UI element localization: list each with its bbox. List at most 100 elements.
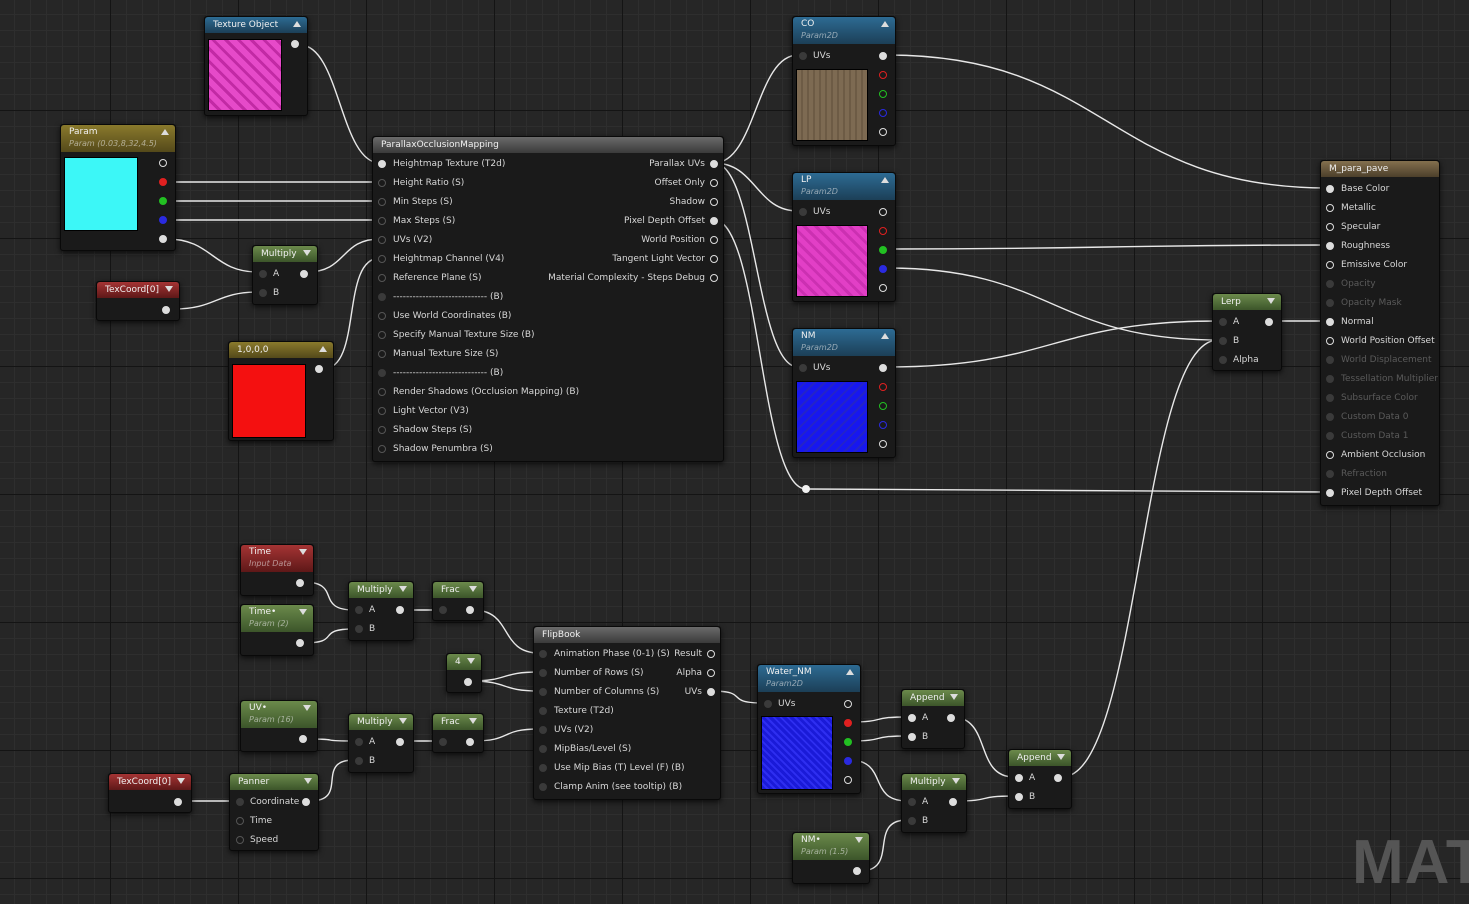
output-pin[interactable]: [396, 606, 404, 614]
connection-wire[interactable]: [173, 291, 259, 310]
connection-wire[interactable]: [166, 238, 259, 273]
output-pin-a[interactable]: [879, 128, 887, 136]
input-pin[interactable]: [1326, 432, 1334, 440]
output-pin-g[interactable]: [159, 197, 167, 205]
input-pin-b[interactable]: [355, 625, 363, 633]
append-node[interactable]: Append A B: [901, 689, 965, 749]
input-pin-a[interactable]: [908, 798, 916, 806]
input-pin[interactable]: [539, 783, 547, 791]
output-pin-rgb[interactable]: [844, 700, 852, 708]
output-pin[interactable]: [296, 639, 304, 647]
input-pin[interactable]: [539, 650, 547, 658]
input-pin[interactable]: [378, 198, 386, 206]
output-pin[interactable]: [300, 270, 308, 278]
constant-vector-node[interactable]: 1,0,0,0: [228, 341, 334, 441]
node-header[interactable]: Multiply: [349, 582, 413, 598]
collapse-icon[interactable]: [950, 694, 958, 700]
node-header[interactable]: TexCoord[0]: [109, 774, 191, 790]
collapse-icon[interactable]: [399, 586, 407, 592]
output-pin-rgb[interactable]: [879, 208, 887, 216]
output-pin-r[interactable]: [879, 383, 887, 391]
collapse-icon[interactable]: [881, 177, 889, 183]
input-pin[interactable]: [439, 606, 447, 614]
input-pin[interactable]: [1326, 185, 1334, 193]
node-header[interactable]: Frac: [433, 582, 483, 598]
collapse-icon[interactable]: [846, 669, 854, 675]
input-pin[interactable]: [378, 293, 386, 301]
input-pin-uvs[interactable]: [799, 364, 807, 372]
reroute-node[interactable]: [802, 485, 810, 493]
input-pin[interactable]: [378, 179, 386, 187]
node-header[interactable]: TexCoord[0]: [97, 282, 179, 298]
collapse-icon[interactable]: [303, 705, 311, 711]
collapse-icon[interactable]: [299, 549, 307, 555]
input-pin[interactable]: [1326, 261, 1334, 269]
input-pin-speed[interactable]: [236, 836, 244, 844]
input-pin-a[interactable]: [1219, 318, 1227, 326]
output-pin-r[interactable]: [159, 178, 167, 186]
output-pin-b[interactable]: [879, 265, 887, 273]
output-pin-a[interactable]: [844, 776, 852, 784]
output-pin[interactable]: [710, 179, 718, 187]
output-pin-r[interactable]: [879, 227, 887, 235]
output-pin[interactable]: [162, 306, 170, 314]
collapse-icon[interactable]: [303, 250, 311, 256]
input-pin[interactable]: [378, 407, 386, 415]
constant-node[interactable]: 4: [446, 653, 482, 693]
node-header[interactable]: Panner: [230, 774, 318, 790]
input-pin[interactable]: [539, 707, 547, 715]
input-pin[interactable]: [378, 217, 386, 225]
node-header[interactable]: FlipBook: [534, 627, 720, 643]
input-pin-a[interactable]: [355, 606, 363, 614]
input-pin-b[interactable]: [259, 289, 267, 297]
output-pin[interactable]: [296, 579, 304, 587]
output-pin-g[interactable]: [844, 738, 852, 746]
input-pin[interactable]: [1326, 489, 1334, 497]
collapse-icon[interactable]: [293, 21, 301, 27]
input-pin[interactable]: [539, 726, 547, 734]
output-pin[interactable]: [396, 738, 404, 746]
node-header[interactable]: Texture Object: [205, 17, 307, 33]
input-pin[interactable]: [539, 688, 547, 696]
connection-wire[interactable]: [299, 44, 381, 164]
frac-node[interactable]: Frac: [432, 581, 484, 621]
collapse-icon[interactable]: [881, 21, 889, 27]
input-pin[interactable]: [1326, 394, 1334, 402]
connection-wire[interactable]: [805, 488, 1329, 493]
node-header[interactable]: Time•Param (2): [241, 605, 313, 632]
connection-wire[interactable]: [713, 54, 799, 164]
input-pin-uvs[interactable]: [799, 52, 807, 60]
output-pin[interactable]: [1265, 318, 1273, 326]
input-pin[interactable]: [378, 312, 386, 320]
collapse-icon[interactable]: [469, 718, 477, 724]
node-header[interactable]: Append: [1009, 750, 1071, 766]
output-pin[interactable]: [949, 798, 957, 806]
input-pin[interactable]: [539, 764, 547, 772]
input-pin[interactable]: [378, 350, 386, 358]
input-pin[interactable]: [539, 669, 547, 677]
collapse-icon[interactable]: [855, 837, 863, 843]
input-pin-alpha[interactable]: [1219, 356, 1227, 364]
input-pin[interactable]: [378, 426, 386, 434]
frac-node[interactable]: Frac: [432, 713, 484, 753]
panner-node[interactable]: Panner Coordinate Time Speed: [229, 773, 319, 851]
input-pin[interactable]: [1326, 451, 1334, 459]
collapse-icon[interactable]: [161, 129, 169, 135]
node-header[interactable]: NM•Param (1.5): [793, 833, 869, 860]
output-pin[interactable]: [947, 714, 955, 722]
collapse-icon[interactable]: [952, 778, 960, 784]
input-pin[interactable]: [378, 445, 386, 453]
multiply-node[interactable]: Multiply A B: [901, 773, 967, 833]
node-header[interactable]: Append: [902, 690, 964, 706]
output-pin-g[interactable]: [879, 246, 887, 254]
texture-object-node[interactable]: Texture Object: [204, 16, 308, 116]
output-pin[interactable]: [1054, 774, 1062, 782]
input-pin-uvs[interactable]: [764, 700, 772, 708]
connection-wire[interactable]: [322, 257, 381, 370]
node-header[interactable]: Multiply: [253, 246, 317, 262]
input-pin[interactable]: [378, 160, 386, 168]
node-header[interactable]: ParallaxOcclusionMapping: [373, 137, 723, 153]
